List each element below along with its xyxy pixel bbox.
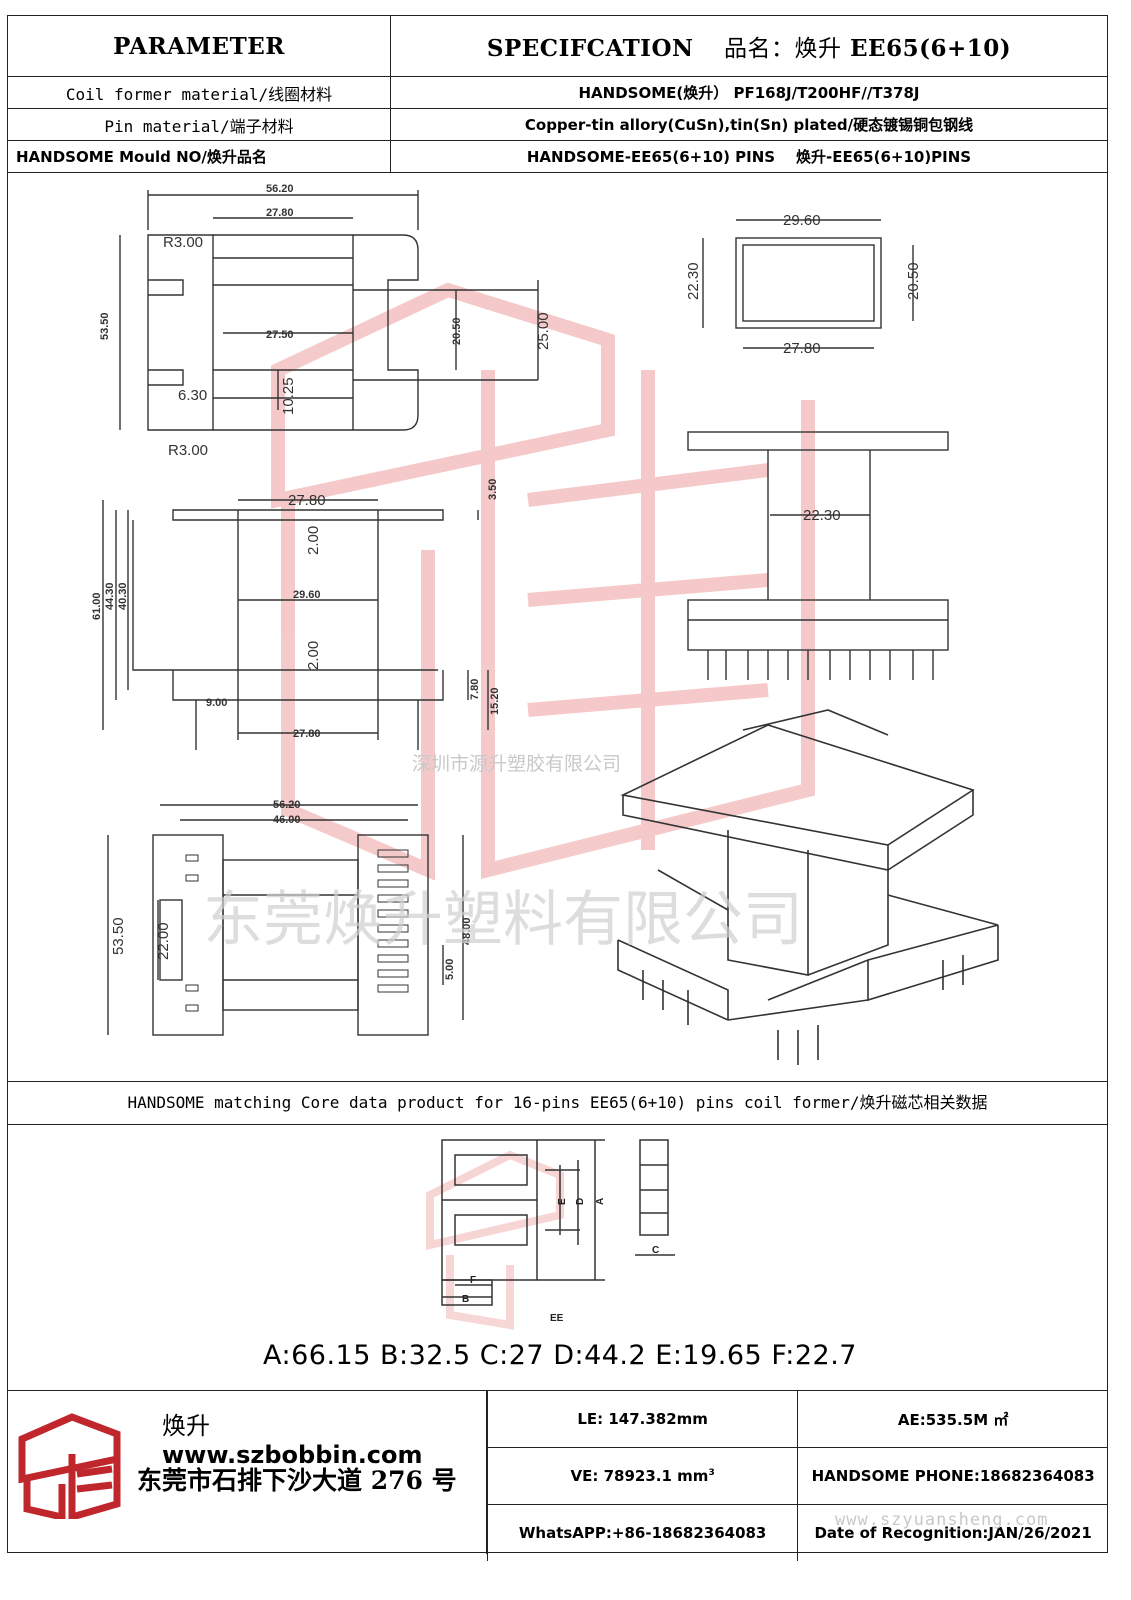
brand-box: 焕升www.szbobbin.com 东莞市石排下沙大道 276 号 xyxy=(7,1391,487,1554)
dim-front-inner: 22.30 xyxy=(803,507,841,524)
ae-value: AE:535.5M ㎡ xyxy=(797,1391,1108,1448)
recognition-date: Date of Recognition:JAN/26/2021 xyxy=(797,1504,1108,1561)
top-view-drawing xyxy=(119,190,539,431)
dim-section-left: 22.30 xyxy=(685,262,702,300)
ve-value: VE: 78923.1 mm3 xyxy=(486,1447,799,1505)
dim-side-wall1: 2.00 xyxy=(305,526,322,555)
watermark-url: www.szyuansheng.com xyxy=(835,1510,1049,1530)
coil-material-label: Coil former material/线圈材料 xyxy=(7,76,391,109)
pin-material-value: Copper-tin allory(CuSn),tin(Sn) plated/硬… xyxy=(390,108,1108,141)
dim-top-height2: 25.00 xyxy=(535,312,552,350)
dim-section-outer: 29.60 xyxy=(783,212,821,229)
dim-top-tab: 10.25 xyxy=(280,377,297,415)
technical-drawing: 56.20 27.80 R3.00 53.50 27.50 20.50 25.0… xyxy=(91,183,999,1065)
dim-side-h3: 40.30 xyxy=(117,582,129,610)
dim-side-pitch: 9.00 xyxy=(206,697,227,709)
dim-top-radius-bottom: R3.00 xyxy=(168,442,208,459)
dim-side-pin2: 15.20 xyxy=(489,687,501,715)
core-label-d: D xyxy=(575,1198,586,1205)
core-info-table: LE: 147.382mm AE:535.5M ㎡ VE: 78923.1 mm… xyxy=(486,1391,1108,1561)
dim-bottom-pinrow: 48.00 xyxy=(461,917,473,945)
isometric-view-drawing xyxy=(617,709,999,1065)
mould-no-value: HANDSOME-EE65(6+10) PINS 焕升-EE65(6+10)PI… xyxy=(390,140,1108,173)
le-value: LE: 147.382mm xyxy=(486,1391,799,1448)
bottom-view-drawing xyxy=(107,804,464,1036)
dim-bottom-window: 22.00 xyxy=(155,922,172,960)
mould-no-label: HANDSOME Mould NO/焕升品名 xyxy=(7,140,391,173)
side-view-drawing xyxy=(102,499,489,750)
website-link[interactable]: www.szbobbin.com xyxy=(162,1441,423,1469)
address: 东莞市石排下沙大道 276 号 xyxy=(137,1466,457,1495)
core-label-a: A xyxy=(595,1198,606,1205)
watermark-logo xyxy=(271,282,815,881)
dim-top-center: 27.50 xyxy=(266,329,294,341)
dim-bottom-pitch: 5.00 xyxy=(444,959,456,980)
dim-side-mid: 29.60 xyxy=(293,589,321,601)
dim-top-radius: R3.00 xyxy=(163,234,203,251)
product-name-label: 品名：焕升 xyxy=(724,36,842,62)
footer: 焕升www.szbobbin.com 东莞市石排下沙大道 276 号 LE: 1… xyxy=(7,1390,1108,1561)
dim-bottom-span: 46.00 xyxy=(273,814,301,826)
website-line: 焕升www.szbobbin.com xyxy=(162,1406,486,1469)
ve-text: VE: 78923.1 mm xyxy=(570,1467,709,1485)
dim-side-wall2: 2.00 xyxy=(305,641,322,670)
dim-section-inner: 27.80 xyxy=(783,340,821,357)
brand-cn-name: 焕升 xyxy=(162,1412,210,1440)
front-view-drawing xyxy=(687,431,949,680)
core-label-c: C xyxy=(652,1245,659,1256)
coil-material-value: HANDSOME(焕升） PF168J/T200HF//T378J xyxy=(390,76,1108,109)
core-diagram: E D A F B C EE xyxy=(426,1139,675,1330)
dim-side-pin1: 7.80 xyxy=(469,679,481,700)
ve-superscript: 3 xyxy=(708,1468,715,1478)
whatsapp-value[interactable]: WhatsAPP:+86-18682364083 xyxy=(486,1504,799,1561)
dim-bottom-overall: 56.20 xyxy=(273,799,301,811)
dim-side-flange: 3.50 xyxy=(487,479,499,500)
dim-top-inner: 27.80 xyxy=(266,207,294,219)
core-type-label: EE xyxy=(550,1313,564,1324)
core-label-f: F xyxy=(470,1275,476,1286)
watermark-company-large: 东莞焕升塑料有限公司 xyxy=(203,885,803,955)
specification-label: SPECIFCATION xyxy=(486,35,694,62)
parameter-table: PARAMETER SPECIFCATION 品名：焕升 EE65(6+10) … xyxy=(7,15,1108,173)
parameter-heading: PARAMETER xyxy=(7,15,391,77)
dim-side-h1: 61.00 xyxy=(91,592,103,620)
core-dimensions: A:66.15 B:32.5 C:27 D:44.2 E:19.65 F:22.… xyxy=(263,1340,857,1371)
product-name-value: EE65(6+10) xyxy=(850,35,1012,62)
section-view-drawing xyxy=(702,219,914,349)
pin-material-label: Pin material/端子材料 xyxy=(7,108,391,141)
dim-section-right: 20.50 xyxy=(905,262,922,300)
core-label-b: B xyxy=(462,1294,469,1305)
dim-side-top: 27.80 xyxy=(288,492,326,509)
watermark-company-small: 深圳市源升塑胶有限公司 xyxy=(412,753,621,775)
dim-side-h2: 44.30 xyxy=(104,582,116,610)
dim-top-height: 53.50 xyxy=(99,312,111,340)
dim-top-window: 20.50 xyxy=(451,317,463,345)
dim-top-overall: 56.20 xyxy=(266,183,294,195)
core-label-e: E xyxy=(557,1198,568,1205)
core-data-title: HANDSOME matching Core data product for … xyxy=(7,1081,1108,1125)
dim-bottom-height: 53.50 xyxy=(110,917,127,955)
specification-heading: SPECIFCATION 品名：焕升 EE65(6+10) xyxy=(390,15,1108,77)
dim-top-slot: 6.30 xyxy=(178,387,207,404)
phone-value[interactable]: HANDSOME PHONE:18682364083 xyxy=(797,1447,1108,1505)
dim-side-bottom: 27.80 xyxy=(293,728,321,740)
brand-logo xyxy=(18,1413,121,1519)
